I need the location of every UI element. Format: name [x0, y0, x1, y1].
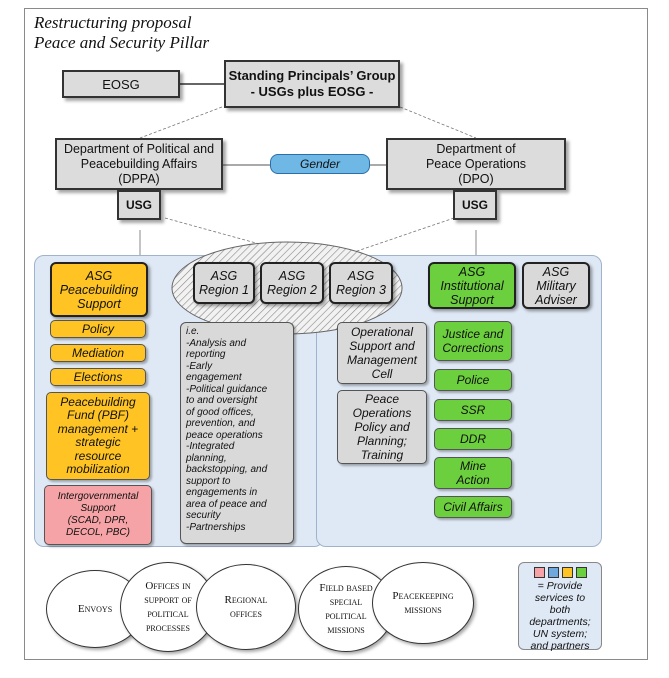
intergovernmental-support-box: Intergovernmental Support (SCAD, DPR, DE…: [44, 485, 152, 545]
standing-principals-group-box: Standing Principals’ Group - USGs plus E…: [224, 60, 400, 108]
policy-box: Policy: [50, 320, 146, 338]
asg-region-1-box: ASG Region 1: [193, 262, 255, 304]
legend-box: = Provide services to both departments; …: [518, 562, 602, 652]
legend-swatch-blue: [547, 567, 559, 578]
dppa-box: Department of Political and Peacebuildin…: [55, 138, 223, 190]
mine-action-box: Mine Action: [434, 457, 512, 489]
asg-region-3-box: ASG Region 3: [329, 262, 393, 304]
asg-peacebuilding-support-box: ASG Peacebuilding Support: [50, 262, 148, 317]
dpo-usg-box: USG: [453, 190, 497, 220]
gender-badge: Gender: [270, 154, 370, 174]
policy-planning-box: Peace Operations Policy and Planning; Tr…: [337, 390, 427, 464]
regions-description-box: i.e. -Analysis and reporting -Early enga…: [180, 322, 294, 544]
operational-support-box: Operational Support and Management Cell: [337, 322, 427, 384]
title-line-2: Peace and Security Pillar: [34, 33, 210, 52]
eosg-box: EOSG: [62, 70, 180, 98]
legend-swatch-yellow: [561, 567, 573, 578]
peacebuilding-fund-box: Peacebuilding Fund (PBF) management + st…: [46, 392, 150, 480]
mediation-box: Mediation: [50, 344, 146, 362]
title-line-1: Restructuring proposal: [34, 13, 192, 32]
asg-military-adviser-box: ASG Military Adviser: [522, 262, 590, 309]
asg-institutional-support-box: ASG Institutional Support: [428, 262, 516, 309]
ddr-box: DDR: [434, 428, 512, 450]
legend-swatches: [533, 567, 587, 578]
peacekeeping-missions-circle: Peacekeeping missions: [372, 562, 474, 644]
dpo-box: Department of Peace Operations (DPO): [386, 138, 566, 190]
dppa-usg-box: USG: [117, 190, 161, 220]
diagram-title: Restructuring proposal Peace and Securit…: [34, 13, 209, 53]
civil-affairs-box: Civil Affairs: [434, 496, 512, 518]
elections-box: Elections: [50, 368, 146, 386]
legend-swatch-pink: [533, 567, 545, 578]
ssr-box: SSR: [434, 399, 512, 421]
police-box: Police: [434, 369, 512, 391]
legend-swatch-green: [575, 567, 587, 578]
justice-corrections-box: Justice and Corrections: [434, 321, 512, 361]
regional-offices-circle: Regional offices: [196, 564, 296, 650]
asg-region-2-box: ASG Region 2: [260, 262, 324, 304]
